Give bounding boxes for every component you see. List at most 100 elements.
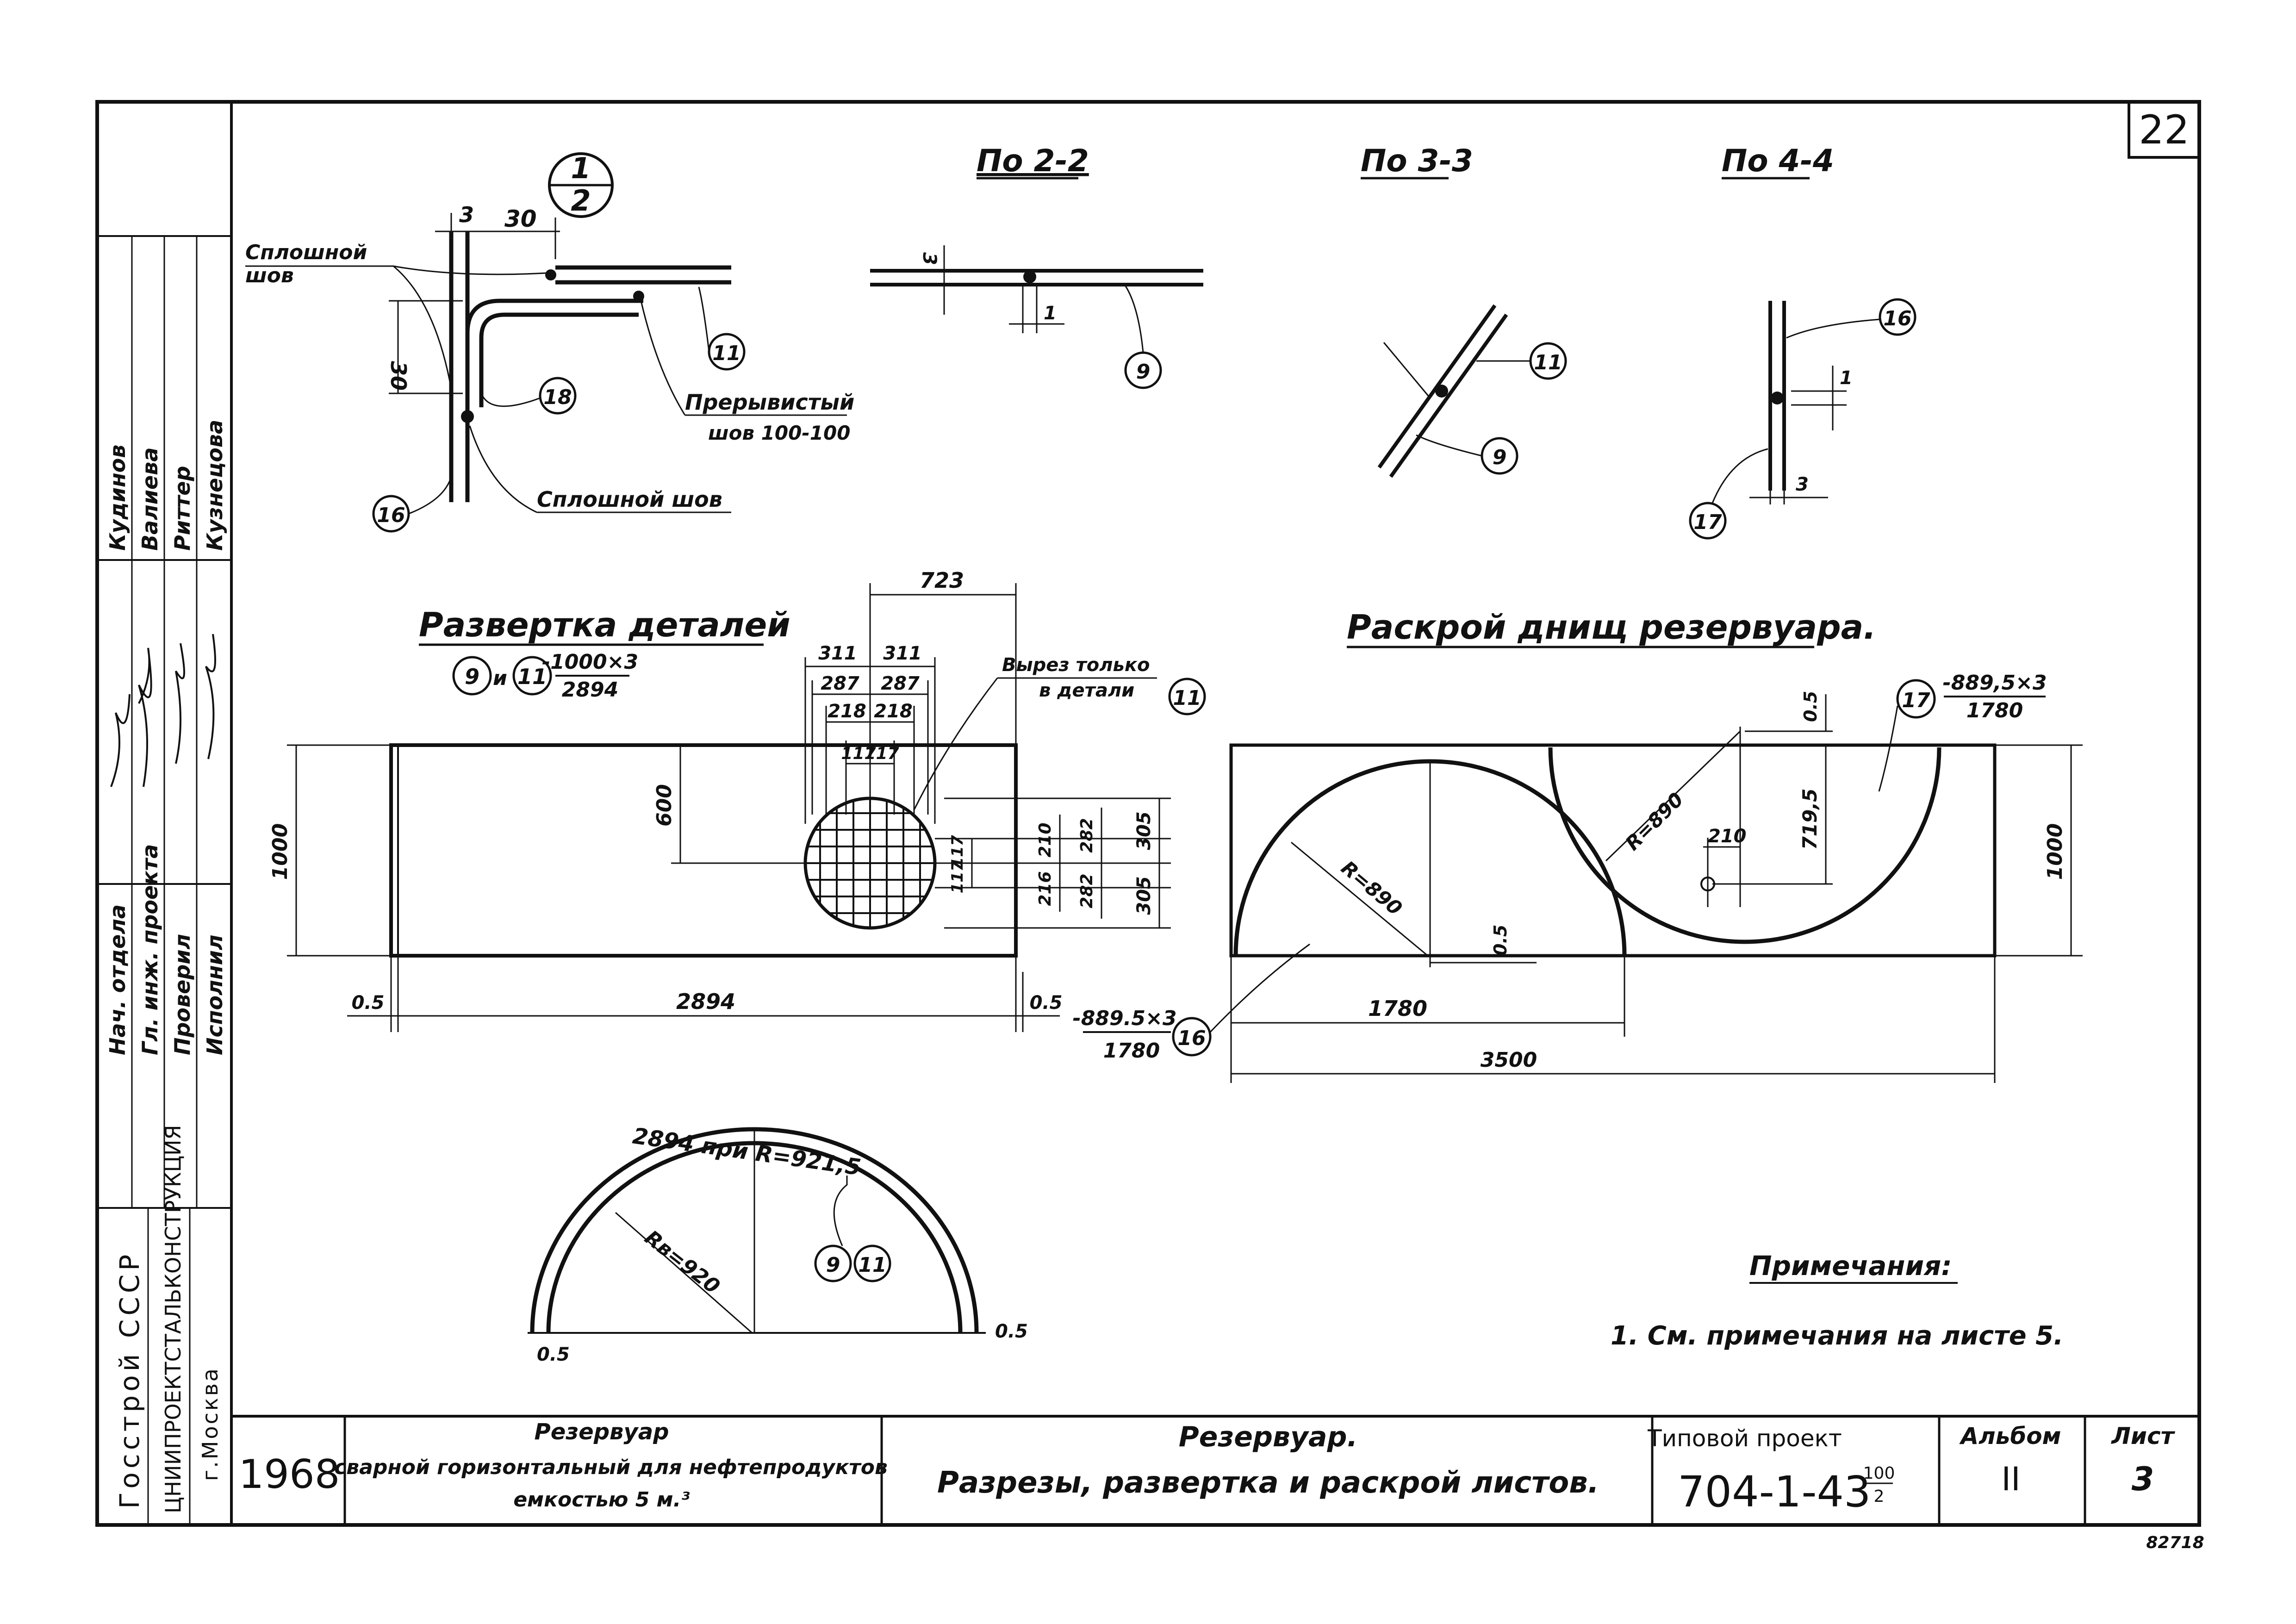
section-4-4-title: По 4-4 xyxy=(1722,143,1834,179)
outer-frame xyxy=(95,100,2201,1527)
role-executed: Исполнил xyxy=(202,934,227,1055)
org-tsniipsk: ЦНИИПРОЕКТСТАЛЬКОНСТРУКЦИЯ xyxy=(161,1125,186,1514)
mark-11-arc xyxy=(853,1244,891,1282)
project-label: Типовой проект xyxy=(1647,1425,1842,1452)
dev-dim-210v: 210 xyxy=(1036,822,1055,857)
org-gosstroy: Госстрой СССР xyxy=(114,1251,145,1509)
dev-dim-723: 723 xyxy=(920,568,964,593)
cutting-spec17-top: -889,5×3 xyxy=(1943,671,2047,695)
dev-dim-05-left: 0.5 xyxy=(352,992,385,1014)
mark-17-cut xyxy=(1896,679,1936,719)
dev-dim-1000: 1000 xyxy=(268,823,292,880)
svg-text:11: 11 xyxy=(1534,351,1562,374)
album-value: II xyxy=(2001,1460,2020,1498)
s44-dim-3: 3 xyxy=(1796,474,1809,495)
dev-dim-287a: 287 xyxy=(821,673,859,694)
dev-dim-311a: 311 xyxy=(818,643,857,664)
name-kudinov: Кудинов xyxy=(105,445,130,551)
cutting-half-disc-17 xyxy=(1548,747,1941,944)
mark-11-dev xyxy=(512,656,552,696)
svg-text:9: 9 xyxy=(826,1253,840,1277)
dim-top-3: 3 xyxy=(459,202,474,227)
cutting-dim-05-top: 0.5 xyxy=(1800,691,1821,722)
svg-text:11: 11 xyxy=(1173,686,1201,710)
album-label: Альбом xyxy=(1959,1423,2061,1450)
inventory-number: 82718 xyxy=(2146,1533,2204,1552)
sheet-label: Лист xyxy=(2110,1423,2175,1450)
signature-4 xyxy=(205,634,216,759)
bottom-cutting-layout: Раскрой днищ резервуара. R=890 0.5 R=890… xyxy=(1073,608,2083,1083)
dev-dim-05-right: 0.5 xyxy=(1030,992,1063,1014)
svg-text:11: 11 xyxy=(858,1253,886,1277)
cutting-spec16-top: -889.5×3 xyxy=(1073,1007,1177,1030)
svg-text:11: 11 xyxy=(712,342,740,365)
cutting-title: Раскрой днищ резервуара. xyxy=(1347,608,1876,647)
weld-solid-label-1: Сплошной xyxy=(245,241,367,264)
weld-solid-b-label: Сплошной шов xyxy=(537,487,722,512)
weld-solid-label-2: шов xyxy=(245,264,294,287)
notes: Примечания: 1. См. примечания на листе 5… xyxy=(1611,1250,2063,1351)
name-ritter: Риттер xyxy=(170,466,195,551)
sheet-number: 22 xyxy=(2139,107,2189,153)
svg-text:9: 9 xyxy=(1493,446,1507,469)
svg-text:9: 9 xyxy=(1136,360,1151,384)
dim-side-30: 30 xyxy=(386,361,411,391)
name-valieva: Валиева xyxy=(137,448,162,551)
detail-callout-bottom: 2 xyxy=(571,184,591,218)
cutting-dim-7195: 719,5 xyxy=(1798,789,1821,850)
mark-9-arc xyxy=(814,1244,852,1282)
cutting-r-right: R=890 xyxy=(1621,788,1687,855)
dev-cutout-note-2: в детали xyxy=(1039,680,1134,701)
dev-dim-287b: 287 xyxy=(881,673,920,694)
section-3-3: По 3-3 11 9 xyxy=(1361,143,1567,478)
development-title: Развертка деталей xyxy=(419,605,790,644)
dev-cutout-note-1: Вырез только xyxy=(1002,654,1150,676)
mark-9-dev xyxy=(452,656,492,696)
cutting-dim-1780: 1780 xyxy=(1368,996,1427,1021)
dev-dim-218a: 218 xyxy=(828,701,866,722)
dev-dim-117a: 117 xyxy=(841,744,876,763)
dev-sheet-outline xyxy=(389,743,1018,958)
role-checked: Проверил xyxy=(170,934,195,1055)
dev-connector: и xyxy=(493,666,507,690)
dev-dim-117v1: 117 xyxy=(948,835,967,868)
section-4-4: По 4-4 1 3 16 17 xyxy=(1689,143,1916,540)
role-head-dept: Нач. отдела xyxy=(105,904,130,1055)
development-of-parts: Развертка деталей 9 и 11 -1000×3 2894 xyxy=(268,568,1206,1032)
mark-16-cut xyxy=(1172,1017,1212,1057)
svg-text:16: 16 xyxy=(377,504,405,527)
arc-dim-05-right: 0.5 xyxy=(995,1321,1028,1342)
dev-dim-117b: 117 xyxy=(864,744,899,763)
section-3-3-title: По 3-3 xyxy=(1361,143,1473,179)
object-desc-1: сварной горизонтальный для нефтепродукто… xyxy=(334,1456,888,1479)
svg-text:11: 11 xyxy=(517,664,547,689)
side-stamp: Нач. отдела Гл. инж. проекта Проверил Ис… xyxy=(97,235,231,1525)
dev-dim-2894: 2894 xyxy=(676,989,735,1014)
detail-1-2: 1 2 3 30 30 Сплошной шов Прерывистый шов… xyxy=(245,151,854,533)
signature-2 xyxy=(138,647,152,787)
mark-18-detail xyxy=(539,377,577,415)
svg-text:16: 16 xyxy=(1883,307,1911,330)
dev-spec-top: -1000×3 xyxy=(542,650,638,674)
svg-text:16: 16 xyxy=(1177,1027,1206,1050)
sheet-number-box xyxy=(2128,100,2201,159)
weld-intermittent-label-1: Прерывистый xyxy=(685,390,854,415)
project-code: 704-1-43 xyxy=(1678,1467,1871,1517)
sheet-title-1: Резервуар. xyxy=(1179,1421,1357,1453)
signature-3 xyxy=(175,643,185,764)
dev-dim-218b: 218 xyxy=(874,701,913,722)
title-year: 1968 xyxy=(239,1451,340,1498)
object-title: Резервуар xyxy=(535,1419,669,1445)
svg-text:18: 18 xyxy=(543,386,572,409)
role-chief-engineer: Гл. инж. проекта xyxy=(137,844,162,1055)
title-block: 1968 Резервуар сварной горизонтальный дл… xyxy=(239,1416,2176,1525)
sheet-value: 3 xyxy=(2132,1460,2154,1498)
cutting-sheet-outline xyxy=(1229,743,1997,958)
detail-callout-top: 1 xyxy=(571,151,591,185)
section-2-2-title: По 2-2 xyxy=(977,143,1089,179)
dev-dim-282v1: 282 xyxy=(1077,818,1096,852)
mark-17-s44 xyxy=(1689,502,1727,540)
weld-intermittent-label-2: шов 100-100 xyxy=(708,422,850,444)
mark-16-s44 xyxy=(1879,298,1916,336)
